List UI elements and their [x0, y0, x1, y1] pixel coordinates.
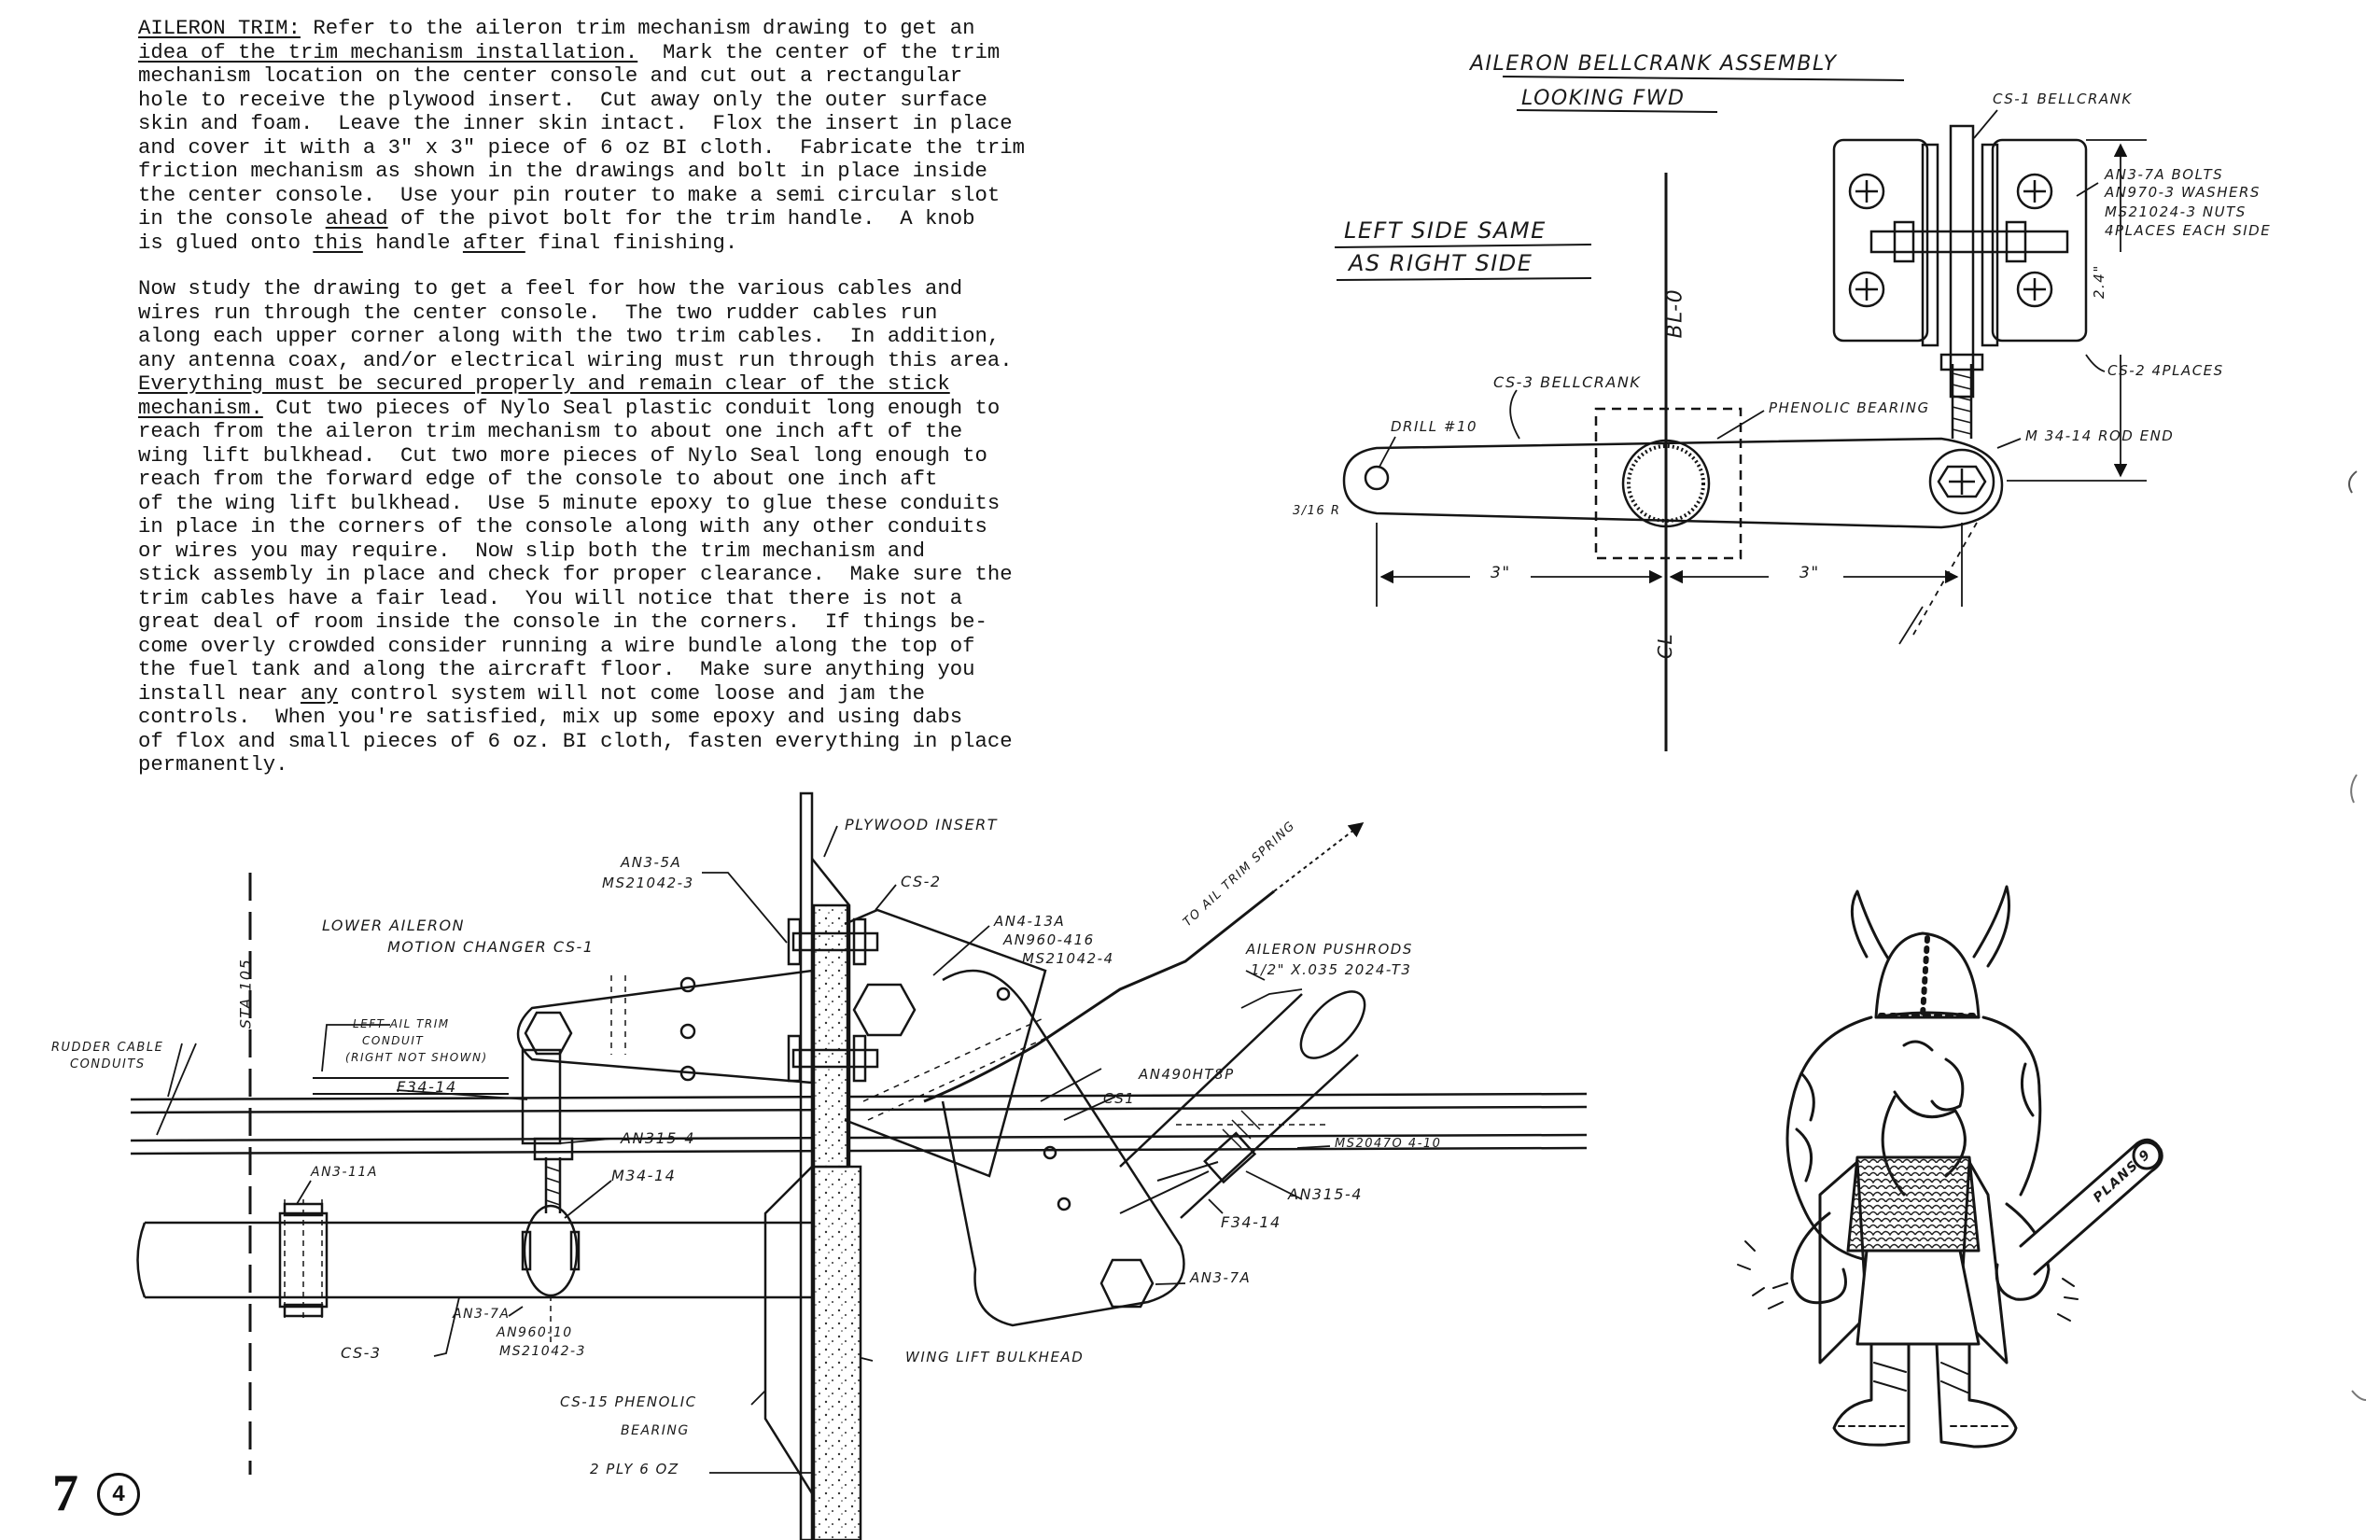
conduits-label: CONDUITS [70, 1057, 146, 1071]
para2-line: the fuel tank and along the aircraft flo… [138, 657, 975, 681]
para2-line: along each upper corner along with the t… [138, 324, 1001, 348]
para2-line: reach from the aileron trim mechanism to… [138, 419, 963, 443]
lower-aileron-label: LOWER AILERON [322, 917, 466, 934]
para2-line: of flox and small pieces of 6 oz. BI clo… [138, 728, 1013, 753]
places-label: 4PLACES EACH SIDE [2105, 222, 2272, 239]
left-side-note-1: LEFT SIDE SAME [1344, 217, 1547, 244]
bl0-label: BL-0 [1663, 287, 1687, 339]
para2-line: wing lift bulkhead. Cut two more pieces … [138, 442, 987, 468]
an315-4-label-lower: AN315-4 [1288, 1185, 1363, 1203]
aileron-pushrods-label: AILERON PUSHRODS [1246, 941, 1413, 958]
para1-line: hole to receive the plywood insert. Cut … [138, 87, 987, 112]
para1-line: idea of the trim mechanism installation.… [138, 39, 1001, 64]
para2-line: permanently. [138, 752, 288, 777]
an3-label: AN3-5A [621, 854, 682, 871]
trim-conduit-label-2: CONDUIT [362, 1034, 425, 1047]
an490-label: AN490HT8P [1139, 1066, 1235, 1083]
cs15-label: CS-15 PHENOLIC [560, 1393, 697, 1410]
cs2-places-label: CS-2 4PLACES [2107, 362, 2224, 379]
pushrod-spec-label: 1/2" X.035 2024-T3 [1251, 961, 1412, 978]
bearing-label: BEARING [621, 1423, 690, 1438]
para1-line: AILERON TRIM: Refer to the aileron trim … [138, 16, 975, 40]
rudder-cable-label: RUDDER CABLE [51, 1041, 164, 1055]
phenolic-bearing-label: PHENOLIC BEARING [1769, 399, 1930, 416]
m34-14-label: M34-14 [611, 1167, 677, 1184]
para2-line: any antenna coax, and/or electrical wiri… [138, 347, 1013, 372]
an3-7a-label-right: AN3-7A [1190, 1269, 1252, 1286]
cs2-label: CS-2 [901, 873, 942, 890]
viking-mascot-illustration [1737, 885, 2163, 1449]
plywood-insert-label: PLYWOOD INSERT [845, 816, 999, 833]
ms20470-label: MS2047O 4-10 [1335, 1137, 1442, 1151]
para2-line: mechanism. Cut two pieces of Nylo Seal p… [138, 395, 1001, 420]
cs3-bellcrank-label: CS-3 BELLCRANK [1493, 373, 1642, 391]
para2-line: stick assembly in place and check for pr… [138, 562, 1013, 586]
an4-13a-label: AN4-13A [994, 913, 1066, 930]
dim-2-4: 2.4" [2091, 264, 2107, 299]
para2-line: great deal of room inside the console in… [138, 609, 987, 634]
ms21042-3-label-lower: MS21042-3 [499, 1344, 586, 1359]
para2-line: Now study the drawing to get a feel for … [138, 276, 963, 301]
para2-line: Everything must be secured properly and … [138, 371, 950, 396]
paragraph-cable-routing: Now study the drawing to get a feel for … [138, 276, 1146, 777]
bellcrank-title: AILERON BELLCRANK ASSEMBLY [1470, 52, 1838, 76]
an960-416-label: AN960-416 [1003, 931, 1095, 948]
para2-line: install near any control system will not… [138, 680, 925, 706]
cs1-bellcrank-label: CS-1 BELLCRANK [1993, 91, 2133, 107]
cs1-label: CS1 [1103, 1090, 1136, 1107]
ms21042-label: MS21042-3 [602, 875, 694, 891]
wing-lift-bulkhead-label: WING LIFT BULKHEAD [905, 1349, 1085, 1365]
section-number-badge: 4 [97, 1473, 140, 1516]
motion-changer-label: MOTION CHANGER CS-1 [387, 938, 595, 956]
para2-line: wires run through the center console. Th… [138, 300, 938, 325]
page-number: 7 [52, 1464, 78, 1522]
para1-line: skin and foam. Leave the inner skin inta… [138, 111, 1013, 135]
washers-label: AN970-3 WASHERS [2105, 184, 2261, 201]
para2-line: come overly crowded consider running a w… [138, 633, 975, 658]
bolts-label: AN3-7A BOLTS [2105, 166, 2224, 183]
an3-11a-label: AN3-11A [311, 1165, 378, 1180]
trim-conduit-label-1: LEFT AIL TRIM [353, 1017, 450, 1030]
f34-14-label-right: F34-14 [1221, 1213, 1281, 1231]
cs3-label: CS-3 [341, 1344, 382, 1362]
ply-label: 2 PLY 6 OZ [590, 1461, 679, 1477]
ms21042-4-label: MS21042-4 [1022, 950, 1114, 967]
para2-line: of the wing lift bulkhead. Use 5 minute … [138, 490, 1001, 515]
instruction-text: AILERON TRIM: Refer to the aileron trim … [138, 16, 1146, 777]
para1-line: and cover it with a 3" x 3" piece of 6 o… [138, 134, 1026, 160]
bellcrank-assembly-drawing [1334, 76, 2147, 751]
paragraph-aileron-trim: AILERON TRIM: Refer to the aileron trim … [138, 16, 1146, 255]
scan-mark [2347, 470, 2358, 494]
centerline-label: CL [1654, 632, 1677, 660]
trim-mechanism-drawing [130, 791, 1588, 1540]
left-side-note-2: AS RIGHT SIDE [1349, 250, 1533, 276]
para2-line: reach from the forward edge of the conso… [138, 467, 938, 491]
para1-line: friction mechanism as shown in the drawi… [138, 159, 987, 183]
rod-end-label: M 34-14 ROD END [2025, 427, 2175, 444]
para2-line: controls. When you're satisfied, mix up … [138, 705, 963, 729]
an960-10-label: AN960-10 [497, 1325, 573, 1340]
para2-line: in place in the corners of the console a… [138, 514, 987, 539]
dim-right-3: 3" [1799, 564, 1820, 582]
dim-left-3: 3" [1491, 564, 1511, 582]
nuts-label: MS21024-3 NUTS [2105, 203, 2247, 220]
para1-line: mechanism location on the center console… [138, 63, 963, 88]
para2-line: trim cables have a fair lead. You will n… [138, 585, 963, 610]
bellcrank-subtitle: LOOKING FWD [1521, 87, 1686, 110]
an315-4-label-upper: AN315-4 [621, 1129, 695, 1147]
trim-conduit-label-3: (RIGHT NOT SHOWN) [345, 1051, 488, 1064]
sta-105-label: STA 105 [236, 958, 255, 1029]
para2-line: or wires you may require. Now slip both … [138, 538, 925, 563]
radius-label: 3/16 R [1293, 504, 1341, 518]
an3-7a-label-lower: AN3-7A [453, 1307, 511, 1322]
f34-14-label-left: F34-14 [397, 1078, 457, 1096]
drill-label: DRILL #10 [1391, 418, 1478, 435]
para1-line: is glued onto this handle after final fi… [138, 230, 738, 255]
para1-line: in the console ahead of the pivot bolt f… [138, 206, 975, 231]
para1-line: the center console. Use your pin router … [138, 182, 1001, 207]
